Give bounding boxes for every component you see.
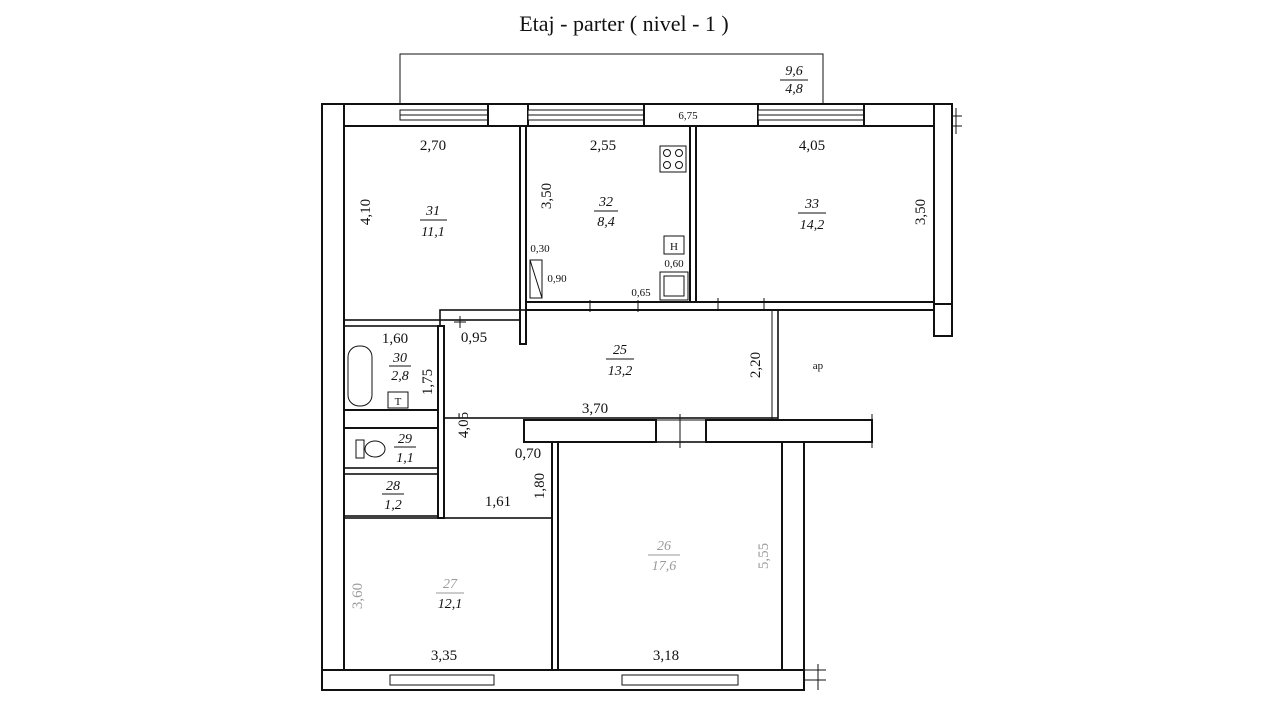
room-28-storage xyxy=(343,473,439,517)
meter-box-icon xyxy=(663,235,685,255)
partition-32-33 xyxy=(689,125,697,305)
dim-hall-220: 2,20 xyxy=(748,352,764,378)
room-29-area: 1,1 xyxy=(396,451,414,466)
dim-hall-405: 4,05 xyxy=(456,412,472,438)
terrace-dim-top: 9,6 xyxy=(785,64,803,79)
dim-r33-width: 4,05 xyxy=(799,138,825,154)
room-25-area: 13,2 xyxy=(608,364,633,379)
dim-r32-width: 2,55 xyxy=(590,138,616,154)
dim-180: 1,80 xyxy=(532,473,548,499)
room-30-area: 2,8 xyxy=(391,369,409,384)
dim-r26-height: 5,55 xyxy=(756,543,772,569)
dim-161: 1,61 xyxy=(485,494,511,510)
window-bottom-2 xyxy=(621,674,739,686)
room-31-number: 31 xyxy=(425,204,440,219)
room-27-area: 12,1 xyxy=(438,597,463,612)
dim-r26-width: 3,18 xyxy=(653,648,679,664)
wall-27-26 xyxy=(551,441,559,671)
label-ap: ap xyxy=(813,360,824,372)
wall-below-upper-rooms xyxy=(525,301,935,311)
room-28-number: 28 xyxy=(386,479,400,494)
plan-title: Etaj - parter ( nivel - 1 ) xyxy=(519,11,729,36)
room-32-number: 32 xyxy=(598,195,613,210)
dim-k-060: 0,60 xyxy=(664,258,684,270)
dim-r30-width: 1,60 xyxy=(382,331,408,347)
dim-r31-width: 2,70 xyxy=(420,138,446,154)
room-31-area: 11,1 xyxy=(421,225,444,240)
room-26 xyxy=(557,441,783,671)
dim-r27-width: 3,35 xyxy=(431,648,457,664)
dim-r31-height: 4,10 xyxy=(358,199,374,225)
room-33-number: 33 xyxy=(804,197,819,212)
dim-k-030: 0,30 xyxy=(530,243,550,255)
meter-box-label: H xyxy=(670,241,678,253)
boiler-label: T xyxy=(395,396,402,408)
room-26-number: 26 xyxy=(657,539,671,554)
wall-30-29 xyxy=(343,409,439,429)
room-26-area: 17,6 xyxy=(652,559,677,574)
window-bottom-1 xyxy=(389,674,495,686)
kitchen-niche xyxy=(529,259,543,299)
dim-r27-height: 3,60 xyxy=(350,583,366,609)
dim-r33-height: 3,50 xyxy=(913,199,929,225)
room-28-area: 1,2 xyxy=(384,498,402,513)
bottom-wall xyxy=(321,669,805,691)
dim-top-window: 6,75 xyxy=(678,110,698,122)
dim-r30-height: 1,75 xyxy=(420,369,436,395)
sink-icon xyxy=(659,271,689,301)
room-29-number: 29 xyxy=(398,432,412,447)
boiler-icon xyxy=(387,391,409,409)
left-wall xyxy=(321,103,345,691)
room-33-area: 14,2 xyxy=(800,218,825,233)
dim-k-090: 0,90 xyxy=(547,273,567,285)
dim-095: 0,95 xyxy=(461,330,487,346)
door-26 xyxy=(655,419,707,443)
room-25-number: 25 xyxy=(613,343,627,358)
partition-31-32 xyxy=(519,125,527,345)
stove-icon xyxy=(659,145,687,173)
bathtub-icon xyxy=(347,345,373,407)
toilet-icon xyxy=(355,439,386,459)
room-27-number: 27 xyxy=(443,577,458,592)
room-29-wc xyxy=(343,427,439,469)
right-wall-upper xyxy=(933,103,953,337)
terrace-dim-bottom: 4,8 xyxy=(785,82,803,97)
right-wall-lower xyxy=(781,441,805,691)
dim-k-065: 0,65 xyxy=(631,287,651,299)
top-wall xyxy=(321,103,951,127)
wall-hall-26 xyxy=(523,419,657,443)
terrace-outline xyxy=(399,53,824,104)
room-30-number: 30 xyxy=(392,351,407,366)
dim-070: 0,70 xyxy=(515,446,541,462)
dim-hall-370: 3,70 xyxy=(582,401,608,417)
right-wall-return xyxy=(933,303,953,337)
wall-hall-26-right xyxy=(705,419,873,443)
dim-r32-height: 3,50 xyxy=(539,183,555,209)
room-32-area: 8,4 xyxy=(597,215,615,230)
